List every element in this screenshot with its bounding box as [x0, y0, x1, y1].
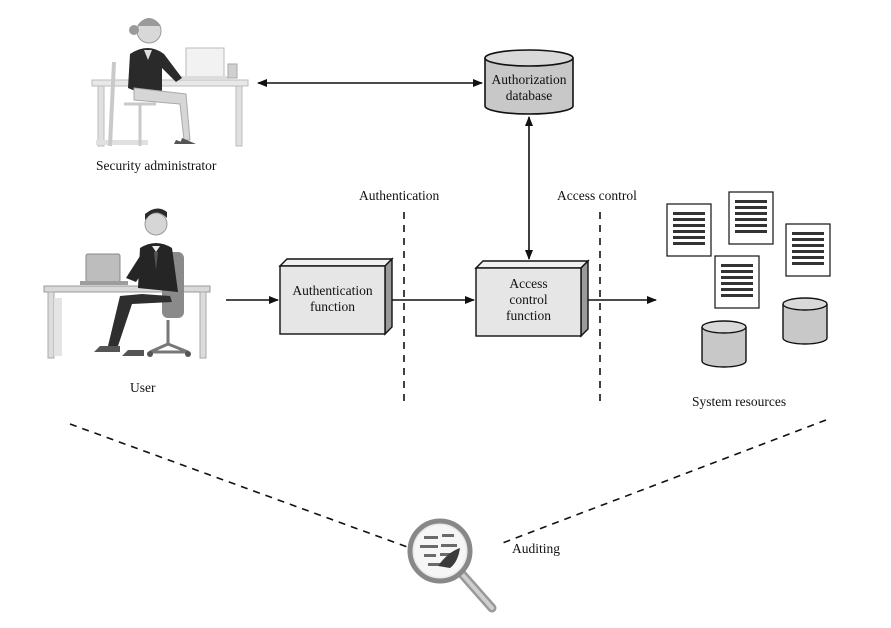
authentication-function-label: Authentication function	[280, 283, 385, 315]
authentication-function-box	[278, 257, 394, 336]
authorization-db-label: Authorization database	[484, 72, 574, 104]
document-icon	[728, 191, 774, 245]
access-control-boundary-label: Access control	[557, 188, 637, 203]
authentication-function-label-line2: function	[310, 299, 355, 314]
authorization-database	[484, 49, 574, 115]
audit-left-line	[69, 423, 411, 549]
security-admin-label: Security administrator	[96, 158, 217, 173]
authorization-db-label-line2: database	[505, 88, 553, 103]
authorization-db-label-line1: Authorization	[491, 72, 567, 87]
database-icon	[782, 297, 828, 345]
authentication-boundary-label: Authentication	[359, 188, 440, 203]
system-resources-label: System resources	[692, 394, 787, 409]
access-control-function-label: Access control function	[476, 276, 581, 324]
user-label: User	[130, 380, 156, 395]
access-control-function-label-line2: control	[509, 292, 548, 307]
security-admin-icon	[91, 18, 249, 147]
user-icon	[43, 208, 211, 359]
document-icon	[714, 255, 760, 309]
access-control-function-box	[474, 259, 590, 338]
access-control-function-label-line3: function	[506, 308, 551, 323]
database-icon	[701, 320, 747, 368]
magnifier-icon	[407, 518, 497, 613]
audit-right-line	[499, 419, 827, 545]
authentication-function-label-line1: Authentication	[292, 283, 373, 298]
document-icon	[785, 223, 831, 277]
access-control-function-label-line1: Access	[509, 276, 548, 291]
auditing-label: Auditing	[512, 541, 561, 556]
document-icon	[666, 203, 712, 257]
